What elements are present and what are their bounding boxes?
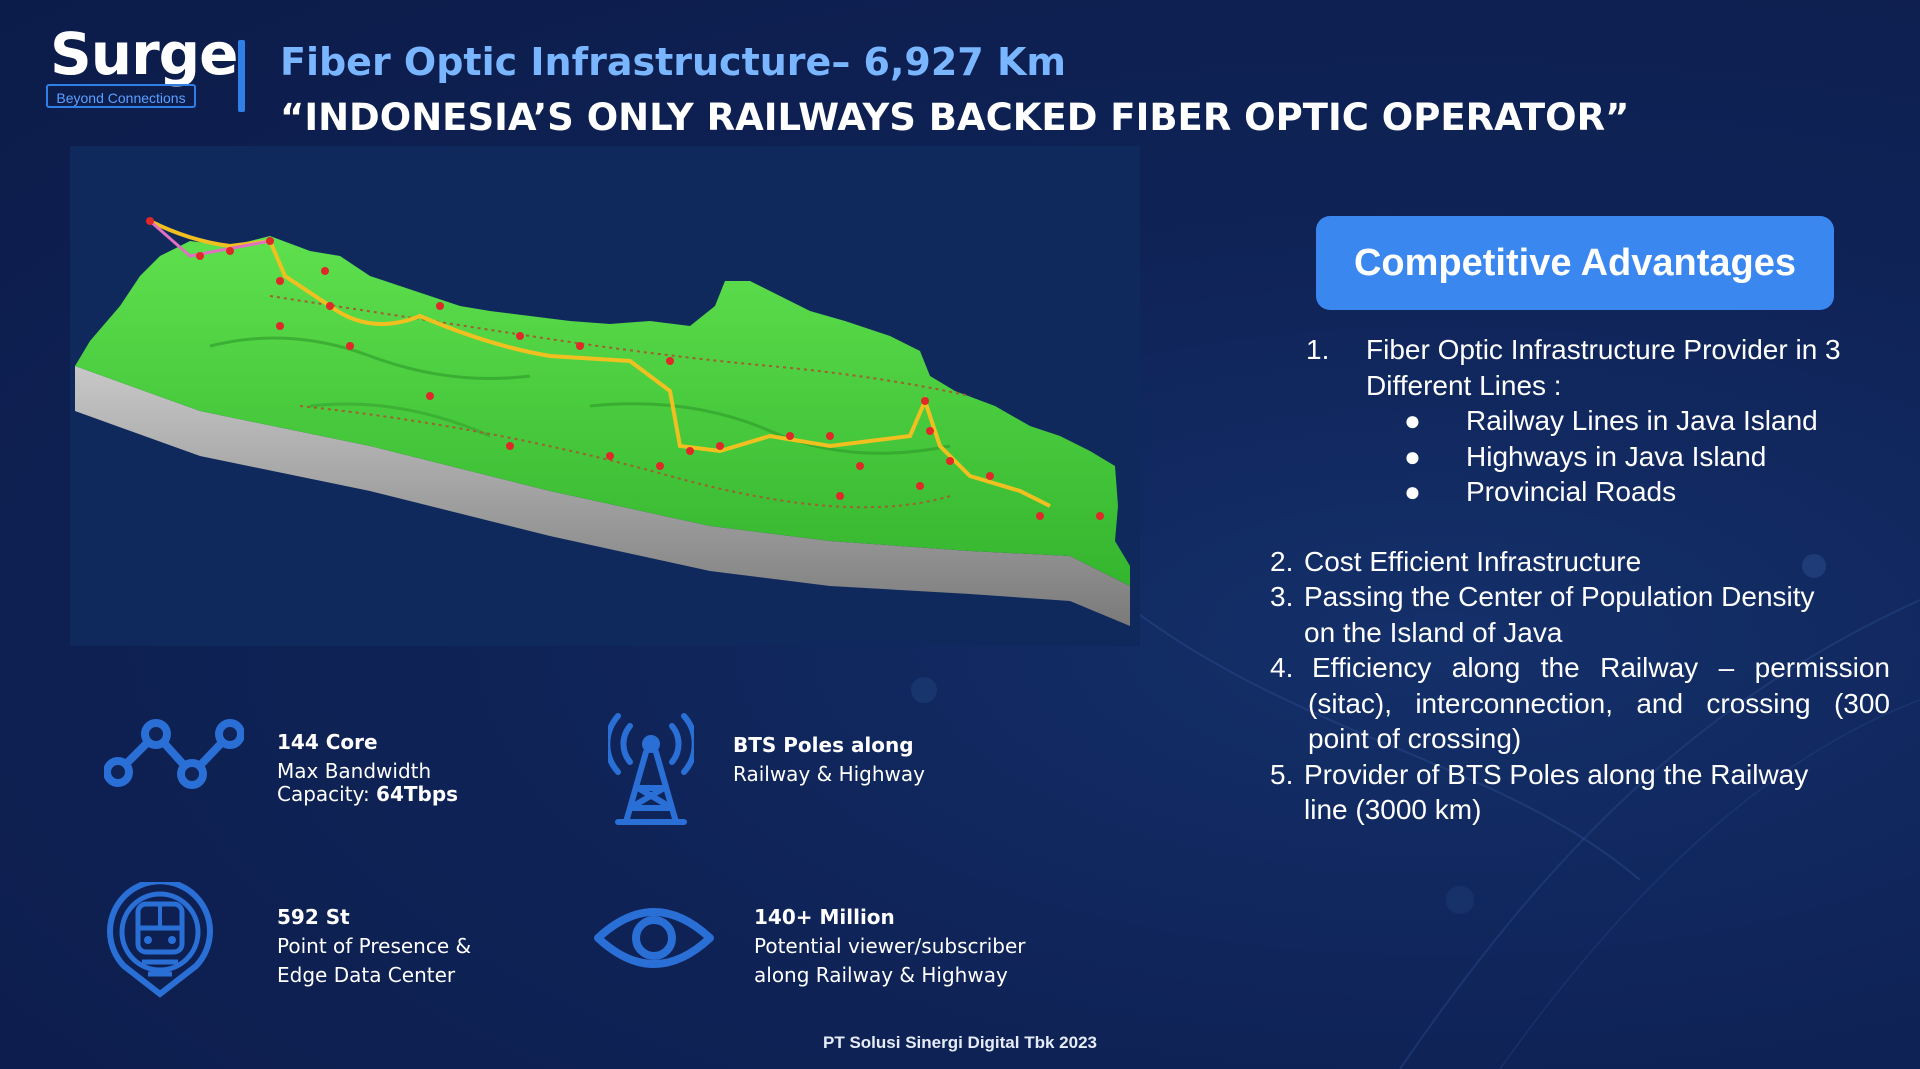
feature-line: Capacity: [277,782,377,806]
advantage-item-1: 1. Fiber Optic Infrastructure Provider i… [1270,332,1890,403]
item-line: Passing the Center of Population Density [1304,581,1815,612]
logo-wordmark: Surge [50,20,239,88]
feature-heading: BTS Poles along [733,733,914,757]
network-nodes-icon [104,719,244,789]
bullet-item: ● Railway Lines in Java Island [1404,403,1890,439]
advantage-item-5: 5. Provider of BTS Poles along the Railw… [1270,757,1890,828]
feature-heading: 144 Core [277,730,378,754]
item-number: 1. [1306,334,1330,365]
bullet-item: ● Provincial Roads [1404,474,1890,510]
item-line: Efficiency along the Railway – permissio… [1312,652,1890,683]
logo-tagline: Beyond Connections [46,84,196,108]
item-number: 3. [1270,581,1294,612]
eye-icon [594,908,714,968]
advantage-item-2: 2. Cost Efficient Infrastructure [1270,544,1890,580]
advantage-item-4: 4. Efficiency along the Railway – permis… [1270,650,1890,757]
page-title: Fiber Optic Infrastructure– 6,927 Km [280,40,1067,84]
java-fiber-map [70,146,1140,646]
bullet-dot: ● [1404,476,1421,507]
item-line: point of crossing) [1308,723,1522,754]
feature-heading: 140+ Million [754,905,895,929]
company-logo: Surge Beyond Connections [46,20,239,116]
java-island-map-image [75,217,1130,626]
bullet-item: ● Highways in Java Island [1404,439,1890,475]
item-number: 5. [1270,758,1294,790]
competitive-advantages-title: Competitive Advantages [1316,216,1834,310]
feature-line: Max Bandwidth [277,759,432,783]
header-divider [238,40,245,112]
feature-bold-value: 64Tbps [376,782,459,806]
bullet-text: Railway Lines in Java Island [1466,405,1818,436]
feature-line: Railway & Highway [733,762,926,786]
item-line: line (3000 km) [1304,794,1482,825]
bullet-text: Provincial Roads [1466,476,1677,507]
footer-copyright: PT Solusi Sinergi Digital Tbk 2023 [823,1033,1097,1052]
feature-viewers: 140+ Million Potential viewer/subscriber… [754,903,1026,990]
item-line: Different Lines : [1366,369,1562,401]
item-number: 4. [1270,652,1294,683]
advantage-item-3: 3. Passing the Center of Population Dens… [1270,579,1890,650]
feature-stations: 592 St Point of Presence & Edge Data Cen… [277,903,471,990]
bullet-dot: ● [1404,440,1421,472]
item-line: Fiber Optic Infrastructure Provider in 3 [1366,334,1841,365]
item-line: on the Island of Java [1304,616,1563,648]
item-number: 2. [1270,545,1294,577]
feature-bts-poles: BTS Poles along Railway & Highway [733,731,925,789]
feature-line: Point of Presence & [277,934,472,958]
feature-line: along Railway & Highway [754,963,1008,987]
feature-core-capacity: 144 Core Max Bandwidth Capacity: 64Tbps [277,728,458,809]
advantages-list: 1. Fiber Optic Infrastructure Provider i… [1270,332,1890,828]
item-line: (sitac), interconnection, and crossing (… [1308,687,1890,719]
feature-line: Potential viewer/subscriber [754,934,1026,958]
train-station-pin-icon [107,882,213,998]
bullet-dot: ● [1404,405,1421,436]
bullet-text: Highways in Java Island [1466,440,1767,472]
page-subtitle: “INDONESIA’S ONLY RAILWAYS BACKED FIBER … [280,96,1630,139]
feature-heading: 592 St [277,905,350,929]
bts-tower-icon [608,713,694,825]
item-line: Provider of BTS Poles along the Railway [1304,758,1809,790]
item-line: Cost Efficient Infrastructure [1304,545,1642,577]
feature-line: Edge Data Center [277,963,456,987]
